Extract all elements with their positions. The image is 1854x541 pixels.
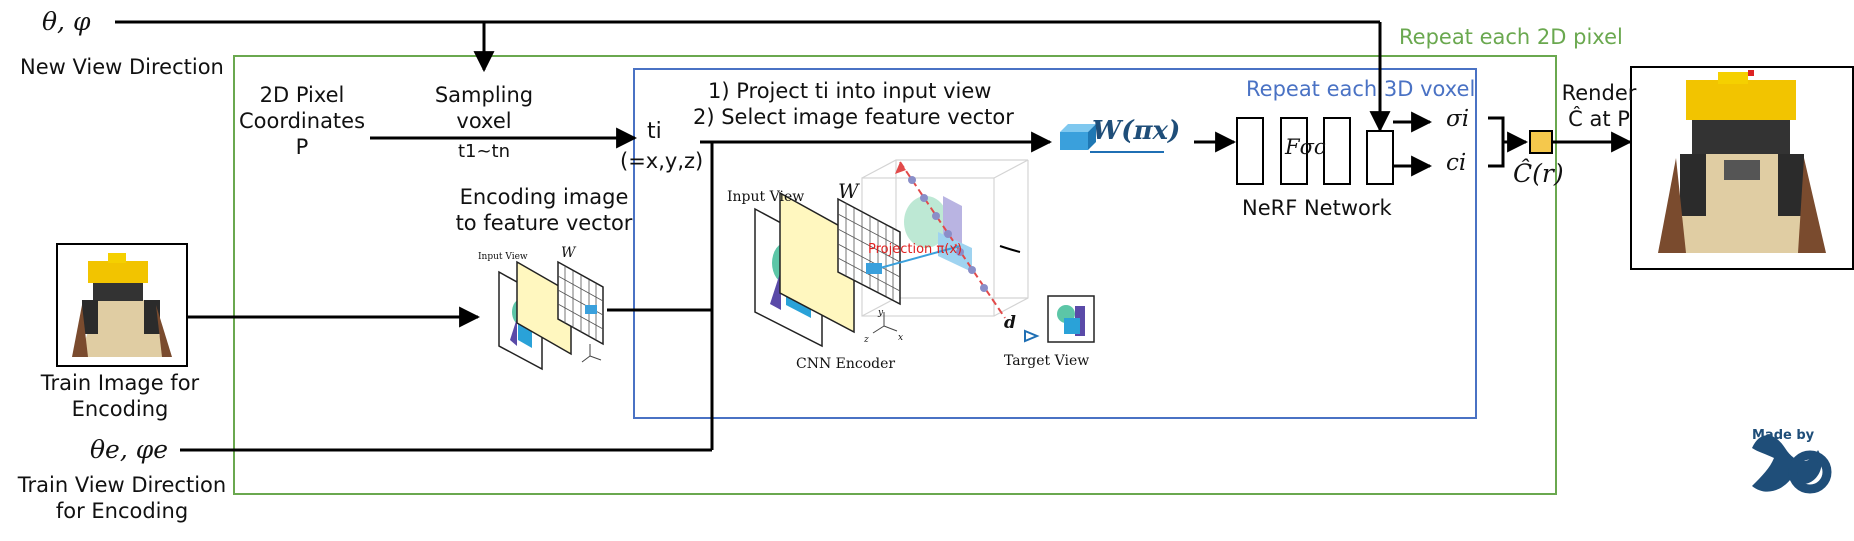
nerf-layer-4 [1366,130,1394,185]
figure-axis-y: y [878,308,884,318]
sampling-range: t1~tn [457,141,511,162]
output-sigma: σi [1446,106,1470,132]
nerf-network-label: NeRF Network [1242,196,1392,220]
figure-cnn-encoder: CNN Encoder [796,356,896,372]
bulldozer-image-small [72,253,172,357]
nerf-layer-2 [1280,117,1308,185]
logo-mark-text: XO [1762,490,1763,491]
figure-axis-x: x [898,333,904,343]
mini-input-view: Input View [478,252,528,262]
figure-w-symbol: W [838,179,859,203]
mini-w-symbol: W [561,245,576,261]
train-image-label-2: Encoding [71,397,169,421]
train-view-direction-label-1: Train View Direction [17,473,227,497]
logo-mark-shape [1752,435,1832,494]
sampling-line1: Sampling [434,83,534,107]
projection-figure [754,159,1095,348]
train-image-thumbnail [56,243,188,367]
step-select-feature: 2) Select image feature vector [693,105,1014,129]
outer-repeat-box [233,55,1557,495]
ti-coordinates: (=x,y,z) [620,149,704,173]
render-line2: Ĉ at P [1568,107,1630,131]
output-c-hat: Ĉ(r) [1513,159,1564,188]
outer-box-label: Repeat each 2D pixel [1399,25,1623,49]
figure-d-symbol: d [1004,313,1016,333]
figure-target-view: Target View [1004,353,1090,369]
rendered-image-thumbnail [1630,66,1854,270]
figure-projection-label: Projection π(x) [868,242,963,257]
pixel-coords-line2: Coordinates [238,109,366,133]
new-view-direction-label: New View Direction [20,55,224,79]
inner-repeat-box [633,68,1477,419]
rendered-color-square [1529,130,1553,154]
figure-input-view: Input View [727,189,805,205]
feature-vector-cube [1060,124,1096,150]
new-view-direction-symbol: θ, φ [42,7,91,36]
logo-made-by: Made by [1752,428,1815,443]
ti-symbol: ti [647,119,662,144]
nerf-layer-3 [1323,117,1351,185]
inner-box-label: Repeat each 3D voxel [1246,77,1476,101]
render-line1: Render [1561,81,1637,105]
encoding-line1: Encoding image [459,185,629,209]
encoding-line2: to feature vector [455,211,633,235]
bulldozer-image-large [1658,70,1826,253]
pixel-coords-line3: P [295,135,309,159]
nerf-f-symbol: Fσc [1285,135,1326,159]
sampling-line2: voxel [456,109,512,133]
output-color: ci [1446,150,1467,176]
figure-axis-z: z [864,335,869,345]
train-view-direction-symbol: θe, φe [90,435,169,464]
nerf-layer-1 [1236,117,1264,185]
step-project: 1) Project ti into input view [708,79,992,103]
train-image-label-1: Train Image for [40,371,200,395]
pixel-coords-line1: 2D Pixel [259,83,345,107]
feature-formula: W(πx) [1092,116,1181,146]
train-view-direction-label-2: for Encoding [55,499,189,523]
mini-encoder-figure [498,260,604,371]
